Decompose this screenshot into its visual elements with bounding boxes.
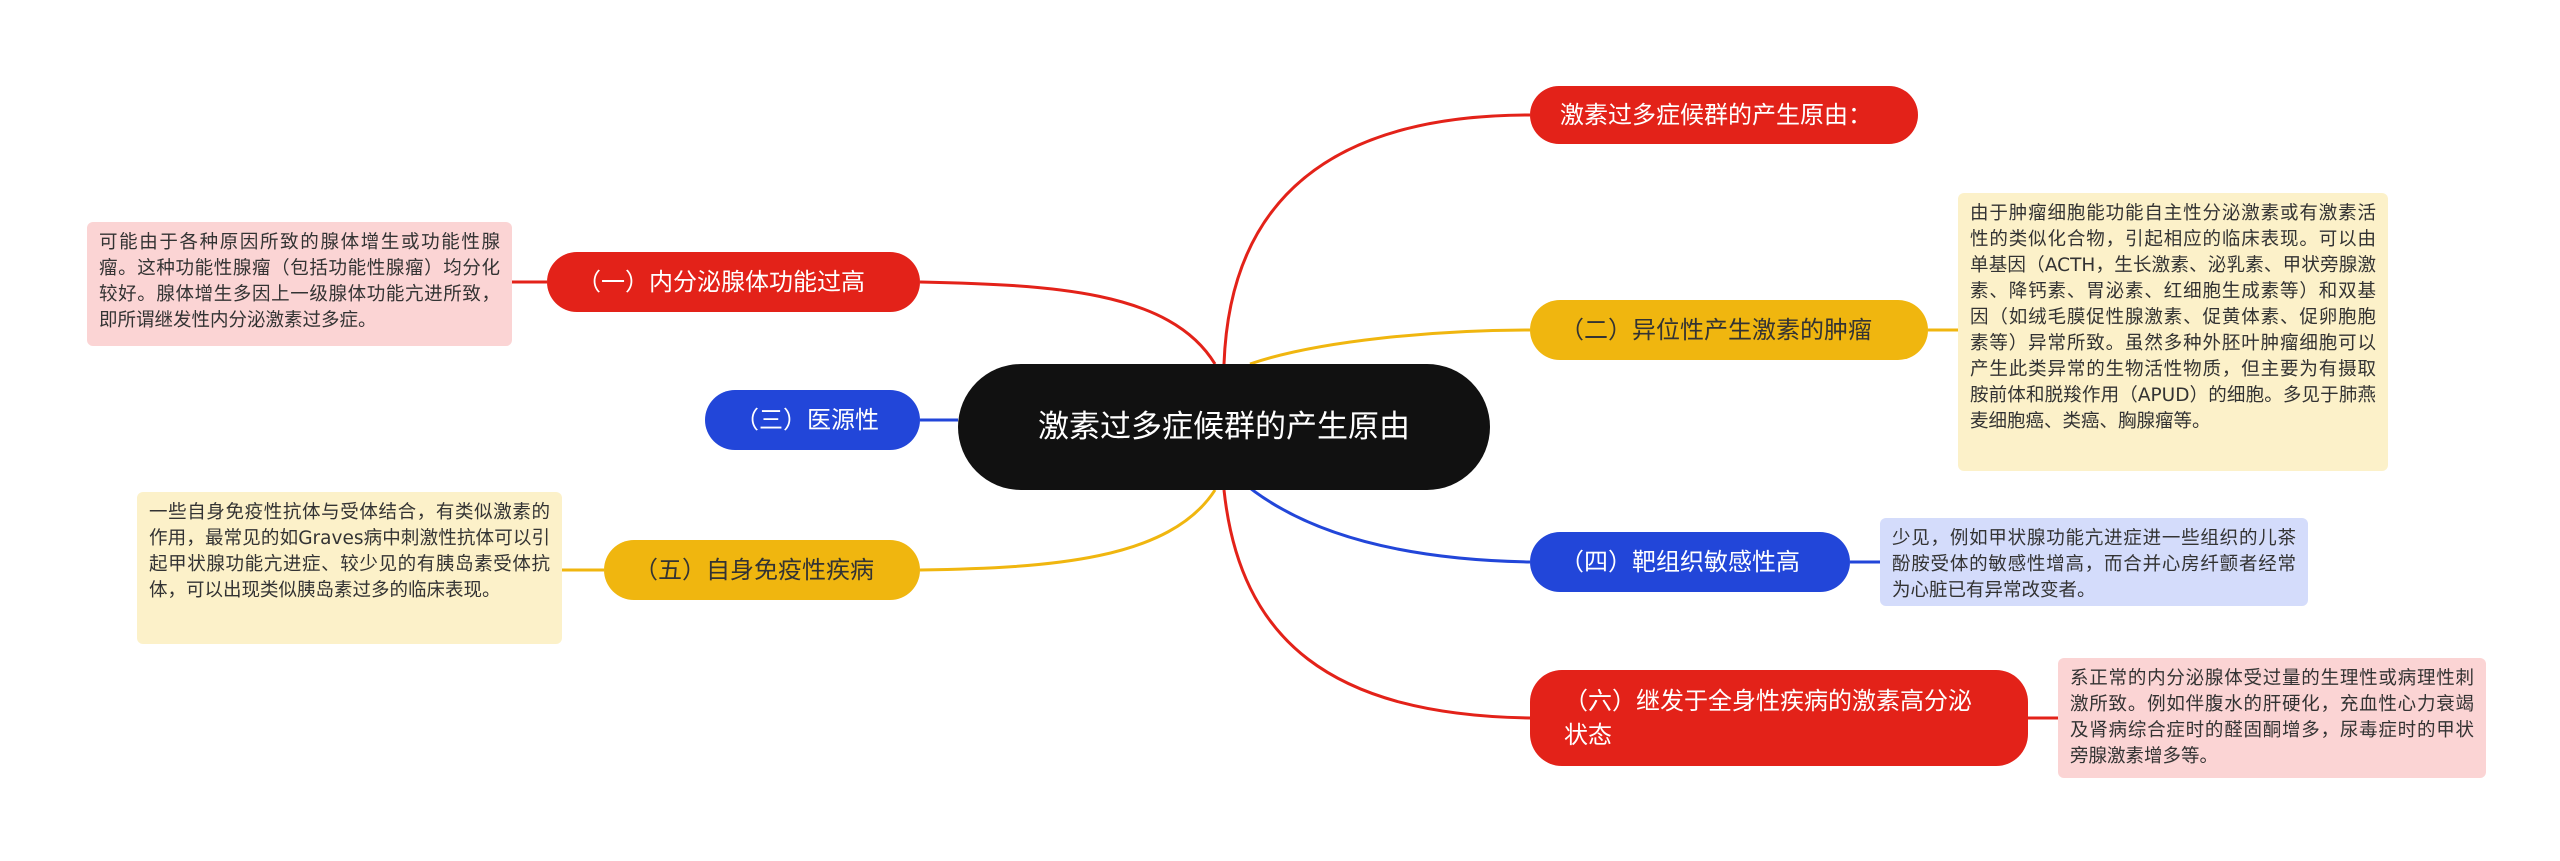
note-target-tissue: 少见，例如甲状腺功能亢进症进一些组织的儿茶酚胺受体的敏感性增高，而合并心房纤颤者… (1880, 518, 2308, 606)
link-center-to-branch-1 (1222, 113, 1531, 365)
note-text: 一些自身免疫性抗体与受体结合，有类似激素的作用，最常见的如Graves病中刺激性… (149, 502, 550, 601)
branch-target-tissue[interactable]: （四）靶组织敏感性高 (1530, 532, 1850, 592)
branch-ectopic-tumor[interactable]: （二）异位性产生激素的肿瘤 (1530, 300, 1928, 360)
note-text: 系正常的内分泌腺体受过量的生理性或病理性刺激所致。例如伴腹水的肝硬化，充血性心力… (2070, 668, 2474, 767)
branch-label: （一）内分泌腺体功能过高 (577, 268, 865, 296)
note-ectopic-tumor: 由于肿瘤细胞能功能自主性分泌激素或有激素活性的类似化合物，引起相应的临床表现。可… (1958, 193, 2388, 471)
link-center-to-branch-4 (1239, 478, 1531, 564)
note-text: 由于肿瘤细胞能功能自主性分泌激素或有激素活性的类似化合物，引起相应的临床表现。可… (1970, 203, 2376, 432)
branch-label: （四）靶组织敏感性高 (1560, 548, 1800, 576)
branch-gland-hyperfunction[interactable]: （一）内分泌腺体功能过高 (547, 252, 920, 312)
branch-cause-heading[interactable]: 激素过多症候群的产生原由： (1530, 86, 1918, 144)
link-center-to-branch-a (919, 280, 1217, 365)
branch-systemic-disease[interactable]: （六）继发于全身性疾病的激素高分泌状态 (1530, 670, 2028, 766)
note-systemic-disease: 系正常的内分泌腺体受过量的生理性或病理性刺激所致。例如伴腹水的肝硬化，充血性心力… (2058, 658, 2486, 778)
central-topic-label: 激素过多症候群的产生原由 (1038, 409, 1410, 445)
link-center-to-branch-2 (1249, 328, 1531, 366)
link-center-to-branch-6 (1222, 489, 1531, 720)
branch-label: （六）继发于全身性疾病的激素高分泌状态 (1564, 687, 1972, 749)
branch-label: （五）自身免疫性疾病 (634, 556, 874, 584)
note-autoimmune: 一些自身免疫性抗体与受体结合，有类似激素的作用，最常见的如Graves病中刺激性… (137, 492, 562, 644)
branch-autoimmune[interactable]: （五）自身免疫性疾病 (604, 540, 920, 600)
central-topic[interactable]: 激素过多症候群的产生原由 (958, 364, 1490, 490)
link-center-to-branch-5 (919, 489, 1217, 572)
branch-iatrogenic[interactable]: （三）医源性 (705, 390, 920, 450)
branch-label: 激素过多症候群的产生原由： (1560, 101, 1872, 129)
branch-label: （二）异位性产生激素的肿瘤 (1560, 316, 1872, 344)
note-text: 少见，例如甲状腺功能亢进症进一些组织的儿茶酚胺受体的敏感性增高，而合并心房纤颤者… (1892, 528, 2296, 601)
note-text: 可能由于各种原因所致的腺体增生或功能性腺瘤。这种功能性腺瘤（包括功能性腺瘤）均分… (99, 232, 500, 331)
branch-label: （三）医源性 (735, 406, 879, 434)
note-gland-hyperfunction: 可能由于各种原因所致的腺体增生或功能性腺瘤。这种功能性腺瘤（包括功能性腺瘤）均分… (87, 222, 512, 346)
